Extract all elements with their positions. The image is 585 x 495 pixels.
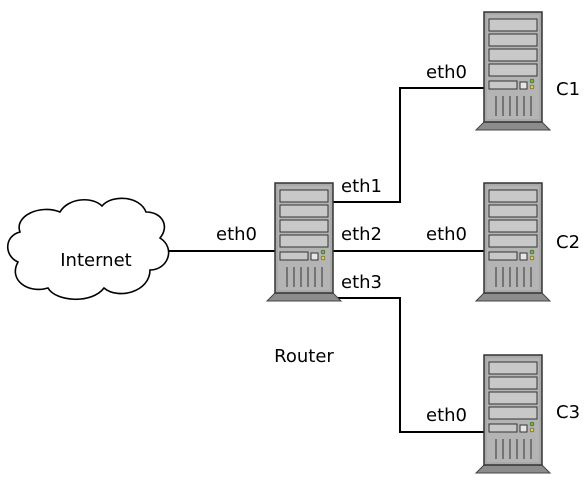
server-tower-icon [475, 182, 551, 302]
router-port-eth1-label: eth1 [341, 176, 382, 197]
router-label: Router [274, 346, 334, 367]
client-c2-port-label: eth0 [426, 224, 467, 245]
server-tower-icon [475, 11, 551, 131]
client-c2-label: C2 [556, 232, 580, 253]
client-c1-label: C1 [556, 79, 580, 100]
router-port-eth2-label: eth2 [341, 224, 382, 245]
router-port-eth0-label: eth0 [216, 224, 257, 245]
router-port-eth3-label: eth3 [341, 272, 382, 293]
link-router-c3 [332, 297, 484, 433]
client-node-c2: C2 [475, 182, 580, 302]
client-node-c3: C3 [475, 354, 580, 474]
server-tower-icon [475, 354, 551, 474]
router-node: Router [266, 182, 342, 367]
client-c1-port-label: eth0 [426, 62, 467, 83]
link-router-c1 [332, 87, 484, 203]
client-c3-label: C3 [556, 402, 580, 423]
internet-label: Internet [60, 250, 131, 271]
client-node-c1: C1 [475, 11, 580, 131]
client-c3-port-label: eth0 [426, 405, 467, 426]
server-tower-icon [266, 182, 342, 302]
cloud-icon [6, 197, 170, 300]
internet-node: Internet [6, 197, 170, 300]
